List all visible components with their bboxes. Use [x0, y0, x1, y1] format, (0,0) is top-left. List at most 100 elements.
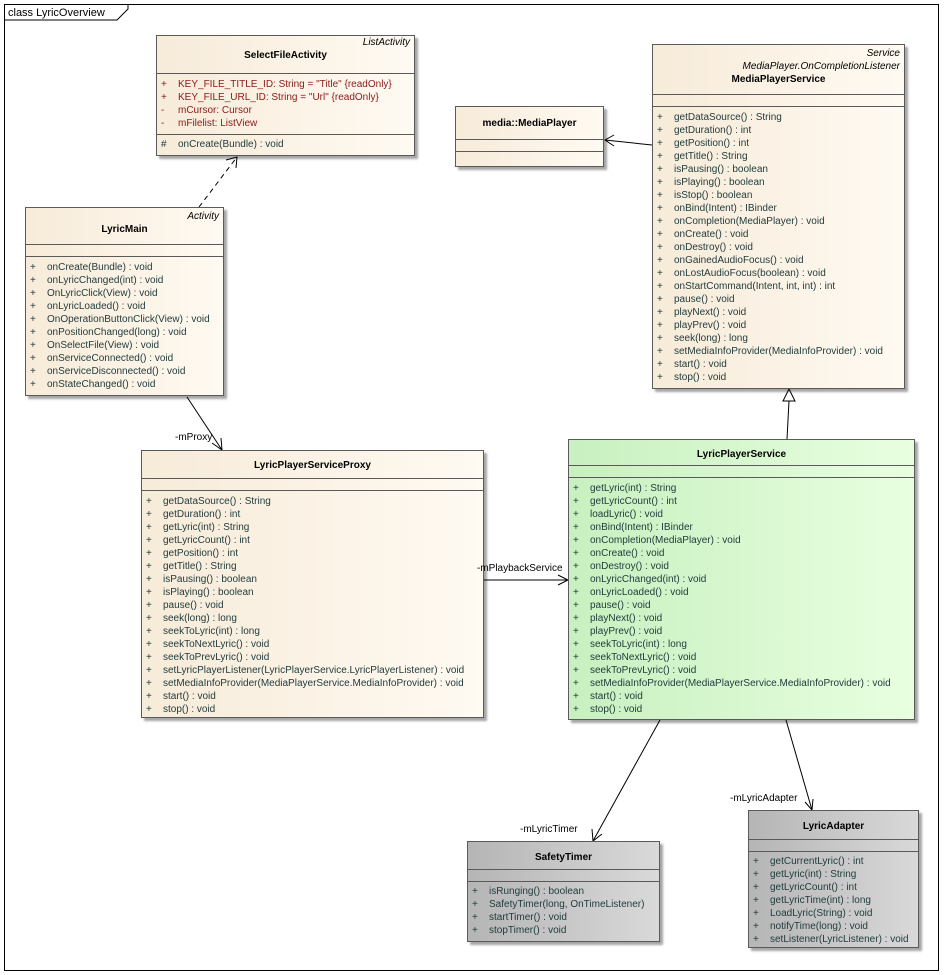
- visibility-marker: +: [573, 587, 579, 598]
- class-name: LyricPlayerService: [696, 449, 787, 460]
- operation-text: setMediaInfoProvider(MediaPlayerService.…: [163, 678, 464, 689]
- operation-text: onStartCommand(Intent, int, int) : int: [674, 281, 836, 292]
- visibility-marker: +: [146, 522, 152, 533]
- visibility-marker: +: [146, 548, 152, 559]
- visibility-marker: +: [146, 626, 152, 637]
- association-line-timer: [592, 719, 661, 842]
- class-operation: + SafetyTimer(long, OnTimeListener): [468, 898, 659, 911]
- operation-text: onCreate() : void: [674, 229, 749, 240]
- operation-text: onLostAudioFocus(boolean) : void: [674, 268, 826, 279]
- operation-text: getDuration() : int: [674, 125, 752, 136]
- class-lyric-main[interactable]: Activity LyricMain +onCreate(Bundle) : v…: [25, 207, 224, 396]
- class-operation: +getTitle() : String: [142, 560, 483, 573]
- operation-text: OnOperationButtonClick(View) : void: [47, 314, 210, 325]
- operation-text: playNext() : void: [674, 307, 747, 318]
- class-lyric-player-service[interactable]: LyricPlayerService +getLyric(int) : Stri…: [568, 439, 915, 720]
- association-arrowhead-mediaplayer: [604, 134, 615, 147]
- class-select-file-activity[interactable]: ListActivity SelectFileActivity +KEY_FIL…: [156, 35, 415, 156]
- visibility-marker: +: [472, 899, 478, 910]
- class-operation: +onCompletion(MediaPlayer) : void: [569, 534, 914, 547]
- class-operation: +setListener(LyricListener) : void: [749, 933, 918, 946]
- visibility-marker: +: [30, 262, 36, 273]
- class-operation: +isRunging() : boolean: [468, 885, 659, 898]
- attribute-compartment: [749, 840, 918, 852]
- visibility-marker: +: [573, 652, 579, 663]
- class-operation: + getTitle() : String: [653, 150, 904, 163]
- class-operation: +start() : void: [142, 690, 483, 703]
- class-name: SelectFileActivity: [244, 50, 327, 61]
- operation-text: getPosition() : int: [163, 548, 239, 559]
- visibility-marker: +: [753, 869, 759, 880]
- class-operation: +getLyric(int) : String: [569, 482, 914, 495]
- visibility-marker: +: [472, 925, 478, 936]
- operation-compartment: + getDataSource() : String + getDuration() …: [653, 107, 904, 384]
- class-operation: +onCompletion(MediaPlayer) : void: [653, 215, 904, 228]
- operation-text: seekToPrevLyric() : void: [163, 652, 270, 663]
- operation-text: seekToLyric(int) : long: [163, 626, 260, 637]
- class-operation: +setMediaInfoProvider(MediaPlayerService…: [142, 677, 483, 690]
- visibility-marker: +: [753, 895, 759, 906]
- visibility-marker: +: [573, 561, 579, 572]
- operation-text: getLyricCount() : int: [163, 535, 250, 546]
- operation-text: SafetyTimer(long, OnTimeListener): [489, 899, 645, 910]
- operation-text: onLyricChanged(int) : void: [47, 275, 164, 286]
- visibility-marker: +: [573, 483, 579, 494]
- operation-text: seek(long) : long: [674, 333, 748, 344]
- class-operation: +stopTimer() : void: [468, 924, 659, 937]
- visibility-marker: +: [30, 379, 36, 390]
- class-name: LyricMain: [101, 224, 148, 235]
- class-operation: +onLostAudioFocus(boolean) : void: [653, 267, 904, 280]
- operation-text: isStop() : boolean: [674, 190, 753, 201]
- visibility-marker: +: [657, 346, 663, 357]
- class-operation: +OnSelectFile(View) : void: [26, 339, 223, 352]
- visibility-marker: +: [657, 177, 663, 188]
- operation-text: stop() : void: [590, 704, 643, 715]
- visibility-marker: +: [573, 535, 579, 546]
- visibility-marker: +: [573, 613, 579, 624]
- frame-tab-shape: [4, 4, 129, 21]
- attribute-compartment: [456, 140, 603, 152]
- visibility-marker: +: [30, 275, 36, 286]
- association-line-mediaplayer: [604, 139, 653, 146]
- class-operation: + onLyricChanged(int) : void: [26, 274, 223, 287]
- visibility-marker: +: [30, 288, 36, 299]
- operation-text: isRunging() : boolean: [489, 886, 585, 897]
- class-operation: +onPositionChanged(long) : void: [26, 326, 223, 339]
- operation-text: onGainedAudioFocus() : void: [674, 255, 804, 266]
- class-lyric-adapter[interactable]: LyricAdapter +getCurrentLyric() : int+ge…: [748, 810, 919, 948]
- class-media-player[interactable]: media::MediaPlayer: [455, 106, 604, 167]
- frame-tab: [4, 4, 129, 21]
- class-operation: +onBind(Intent) : IBinder: [569, 521, 914, 534]
- attribute-text: KEY_FILE_TITLE_ID: String = "Title" {rea…: [178, 79, 392, 90]
- operation-text: onDestroy() : void: [590, 561, 669, 572]
- class-name: LyricAdapter: [802, 821, 865, 832]
- operation-text: getTitle() : String: [674, 151, 748, 162]
- visibility-marker: +: [753, 856, 759, 867]
- class-stereotype: MediaPlayer.OnCompletionListener: [742, 61, 901, 72]
- operation-text: start() : void: [163, 691, 216, 702]
- attribute-compartment: [142, 479, 483, 491]
- operation-text: isPlaying() : boolean: [674, 177, 765, 188]
- class-operation: +getPosition() : int: [653, 137, 904, 150]
- attribute-compartment: +KEY_FILE_TITLE_ID: String = "Title" {re…: [157, 74, 414, 135]
- visibility-marker: +: [657, 333, 663, 344]
- class-operation: +onDestroy() : void: [653, 241, 904, 254]
- operation-text: getLyric(int) : String: [163, 522, 250, 533]
- visibility-marker: +: [657, 151, 663, 162]
- class-operation: +notifyTime(long) : void: [749, 920, 918, 933]
- visibility-marker: +: [573, 691, 579, 702]
- class-safety-timer[interactable]: SafetyTimer +isRunging() : boolean+Safet…: [467, 841, 660, 942]
- dependency-arrowhead: [225, 156, 238, 169]
- operation-text: isPausing() : boolean: [674, 164, 768, 175]
- class-lyric-player-service-proxy[interactable]: LyricPlayerServiceProxy +getDataSource()…: [141, 450, 484, 718]
- visibility-marker: +: [753, 908, 759, 919]
- class-stereotype: Service: [866, 48, 900, 59]
- operation-text: stop() : void: [674, 372, 727, 383]
- class-operation: +setLyricPlayerListener(LyricPlayerServi…: [142, 664, 483, 677]
- class-operation: + onDestroy() : void: [569, 560, 914, 573]
- operation-text: getDataSource() : String: [674, 112, 782, 123]
- operation-compartment: +getDataSource() : String+getDuration() …: [142, 491, 483, 716]
- operation-text: pause() : void: [674, 294, 735, 305]
